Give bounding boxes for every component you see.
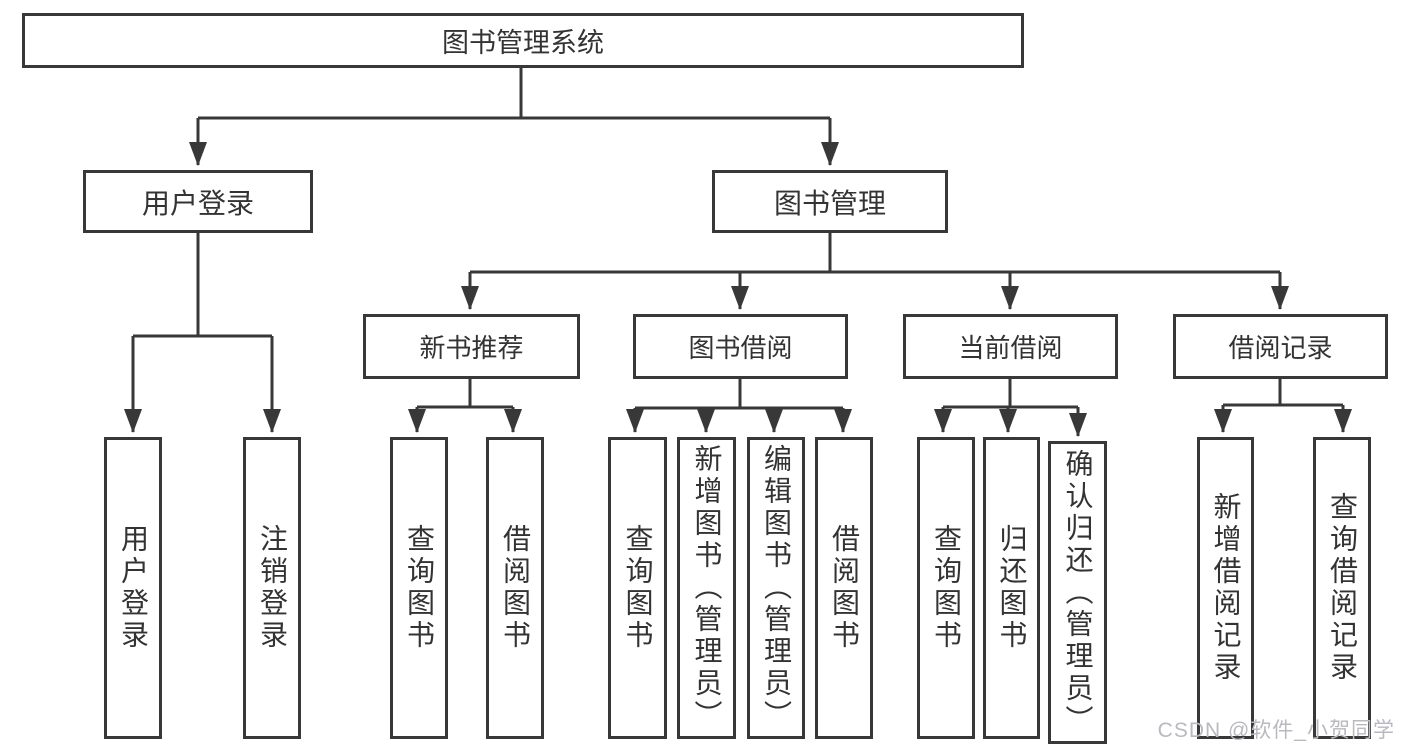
leaf-rec-borrow-books: 借阅图书 [486, 437, 544, 739]
node-borrow-records: 借阅记录 [1173, 314, 1388, 379]
leaf-cb-return-books: 归还图书 [983, 437, 1040, 739]
leaf-bb-borrow-books: 借阅图书 [815, 437, 873, 739]
node-root-system: 图书管理系统 [22, 13, 1024, 68]
node-user-login: 用户登录 [83, 170, 313, 233]
leaf-br-add-record: 新增借阅记录 [1197, 437, 1254, 739]
node-book-management: 图书管理 [712, 170, 948, 233]
leaf-user-login: 用户登录 [104, 437, 162, 739]
leaf-rec-query-books: 查询图书 [390, 437, 448, 739]
node-new-book-recommend: 新书推荐 [363, 314, 580, 379]
leaf-br-query-record: 查询借阅记录 [1313, 437, 1371, 739]
node-current-borrow: 当前借阅 [903, 314, 1118, 379]
csdn-watermark: CSDN @软件_小贺同学 [1157, 719, 1395, 742]
node-book-borrow: 图书借阅 [633, 314, 848, 379]
leaf-bb-add-books: 新增图书（管理员） [677, 437, 736, 739]
leaf-bb-edit-books: 编辑图书（管理员） [747, 437, 805, 739]
leaf-cb-confirm-return: 确认归还（管理员） [1048, 441, 1107, 744]
leaf-bb-query-books: 查询图书 [608, 437, 667, 739]
leaf-logout: 注销登录 [243, 437, 301, 739]
leaf-cb-query-books: 查询图书 [917, 437, 975, 739]
